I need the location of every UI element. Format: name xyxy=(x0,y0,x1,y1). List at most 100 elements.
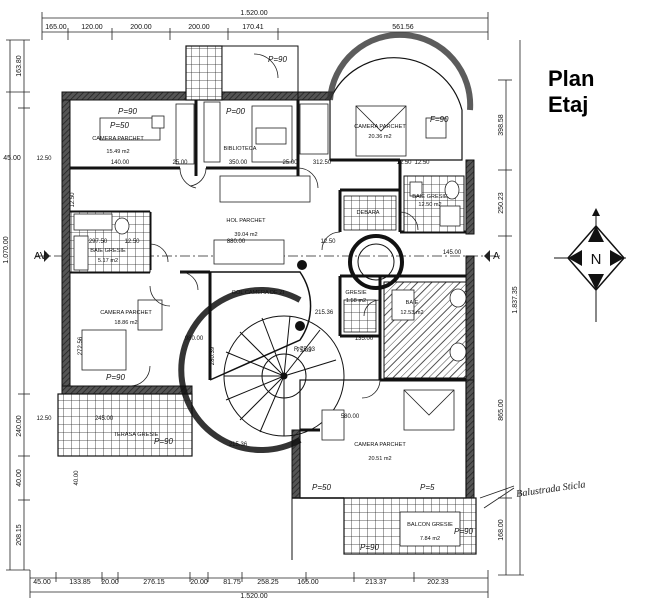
north-compass: N xyxy=(554,208,626,322)
room-bath-n-area: 12.50 m2 xyxy=(418,202,441,208)
dim-int-21: 215.36 xyxy=(229,442,248,448)
glass-railing-leader xyxy=(479,485,515,509)
compass-arrow-n xyxy=(588,226,604,242)
north-balcony xyxy=(185,45,223,101)
mark-7: P=90 xyxy=(154,437,173,446)
bottom-dimension-chain xyxy=(29,570,489,598)
dim-bottom-seg-5: 20.00 xyxy=(190,579,208,586)
dim-bottom-seg-3: 20.00 xyxy=(101,579,119,586)
dim-int-10: 980.00 xyxy=(185,336,204,342)
room-n-area: 20.36 m2 xyxy=(368,134,391,140)
dim-int-11: 135.00 xyxy=(355,336,374,342)
room-library-name: BIBLIOTECA xyxy=(224,146,257,152)
window-marks: P=90 P=00 P=90 F=90 P=90 P=50 P=90 P=5 P… xyxy=(106,55,473,552)
dim-left-seg-3: 240.00 xyxy=(16,415,23,437)
debara-lower xyxy=(343,299,377,333)
dim-bottom-seg-2: 133.85 xyxy=(69,579,91,586)
round-shaft xyxy=(348,234,404,290)
room-nw-area: 15.49 m2 xyxy=(106,149,129,155)
dim-bottom-seg-1: 45.00 xyxy=(33,579,51,586)
room-sw-name: CAMERA PARCHET xyxy=(100,310,152,316)
left-dimension-chain xyxy=(6,39,30,571)
room-bath-w-area: 5.17 m2 xyxy=(98,258,118,264)
dim-right-seg-3: 865.00 xyxy=(498,399,505,421)
room-debara-name: DEBARA xyxy=(356,210,379,216)
dim-left-seg-4: 40.00 xyxy=(16,469,23,487)
windows xyxy=(61,91,475,450)
mark-5: P=90 xyxy=(106,373,125,382)
dim-top-seg-3: 200.00 xyxy=(130,24,152,31)
mark-1: P=90 xyxy=(118,107,137,116)
plan-title-line-2: Etaj xyxy=(548,92,589,117)
room-terrace-name: TERASA GRESIE xyxy=(114,432,159,438)
dim-right-seg-1: 398.58 xyxy=(498,114,505,136)
dim-left-seg-5: 208.15 xyxy=(16,524,23,546)
dim-right-seg-4: 168.00 xyxy=(498,519,505,541)
dim-top-seg-6: 561.56 xyxy=(392,24,414,31)
room-balcony-area: 7.84 m2 xyxy=(420,536,440,542)
dim-int-9: 145.00 xyxy=(443,250,462,256)
dim-int-22: 75.03 xyxy=(296,348,312,354)
mark-4: F=90 xyxy=(430,115,449,124)
stair-radius-note: R 75.03 xyxy=(294,347,316,353)
room-bath-w-name: BAIE GRESIE xyxy=(90,248,126,254)
room-bath-e-name: BAIE xyxy=(406,300,419,306)
plan-title: Plan Etaj xyxy=(548,66,594,118)
dim-int-17: 12.50 xyxy=(124,239,140,245)
dim-left-total: 1.070.00 xyxy=(3,236,10,263)
dim-left-segments: 163.80 45.00 240.00 40.00 208.15 xyxy=(3,55,23,546)
dim-int-1: 140.00 xyxy=(111,160,130,166)
mark-3: P=90 xyxy=(268,55,287,64)
dim-int-12: 580.00 xyxy=(341,414,360,420)
dim-bottom-seg-6: 81.75 xyxy=(223,579,241,586)
dim-top-seg-4: 200.00 xyxy=(188,24,210,31)
dim-top-seg-5: 170.41 xyxy=(242,24,264,31)
dim-int-24: 12.50 xyxy=(396,160,412,166)
living-void-outline xyxy=(209,271,312,381)
compass-arrow-s xyxy=(588,274,604,290)
section-marker-right: A xyxy=(493,251,500,262)
dim-left-seg-2: 45.00 xyxy=(3,155,21,162)
room-hall-area: 39.04 m2 xyxy=(234,232,257,238)
dim-int-20: 215.36 xyxy=(315,310,334,316)
dim-top-seg-2: 120.00 xyxy=(81,24,103,31)
dim-int-2: 25.00 xyxy=(172,160,188,166)
dim-top-total: 1.520.00 xyxy=(240,10,267,17)
section-marker-left: AV xyxy=(34,251,47,262)
compass-label: N xyxy=(591,251,602,268)
mark-11: P=90 xyxy=(454,527,473,536)
dim-bottom-seg-9: 213.37 xyxy=(365,579,387,586)
room-sw-area: 18.86 m2 xyxy=(114,320,137,326)
dim-int-6: 12.50 xyxy=(414,160,430,166)
dim-int-8: 12.50 xyxy=(320,239,336,245)
dim-int-15: 272.56 xyxy=(78,336,84,355)
mark-8: P=5 xyxy=(420,483,435,492)
column-1 xyxy=(297,260,307,270)
exterior-walls xyxy=(61,91,475,499)
dim-int-19: 280.39 xyxy=(210,346,216,365)
room-labels: CAMERA PARCHET 15.49 m2 BIBLIOTECA CAMER… xyxy=(90,124,453,542)
door-swings xyxy=(129,53,419,399)
dim-bottom-total: 1.520.00 xyxy=(240,593,267,600)
dim-int-7: 880.00 xyxy=(227,239,246,245)
dim-int-5: 312.50 xyxy=(313,160,332,166)
interior-dimensions: 140.00 25.00 350.00 25.00 312.50 12.50 8… xyxy=(36,156,461,486)
room-gresie-name: GRESIE xyxy=(345,290,366,296)
dim-left-seg-1: 163.80 xyxy=(16,55,23,77)
dim-int-4: 25.00 xyxy=(282,160,298,166)
dim-bottom-seg-10: 202.33 xyxy=(427,579,449,586)
column-2 xyxy=(295,321,305,331)
compass-north-tip xyxy=(592,208,600,216)
dim-top-segments: 165.00 120.00 200.00 200.00 170.41 561.5… xyxy=(45,24,414,31)
room-bath-e-area: 12.53 m2 xyxy=(400,310,423,316)
room-void-name: GOL CAMERA DE ZI xyxy=(232,290,285,296)
mark-10: P=90 xyxy=(360,543,379,552)
room-nw-name: CAMERA PARCHET xyxy=(92,136,144,142)
furniture xyxy=(73,101,467,441)
room-n-name: CAMERA PARCHET xyxy=(354,124,406,130)
dim-right-seg-2: 250.23 xyxy=(498,192,505,214)
dim-top-seg-1: 165.00 xyxy=(45,24,67,31)
north-balcony-ext xyxy=(221,45,299,93)
compass-arrow-w xyxy=(568,250,582,266)
